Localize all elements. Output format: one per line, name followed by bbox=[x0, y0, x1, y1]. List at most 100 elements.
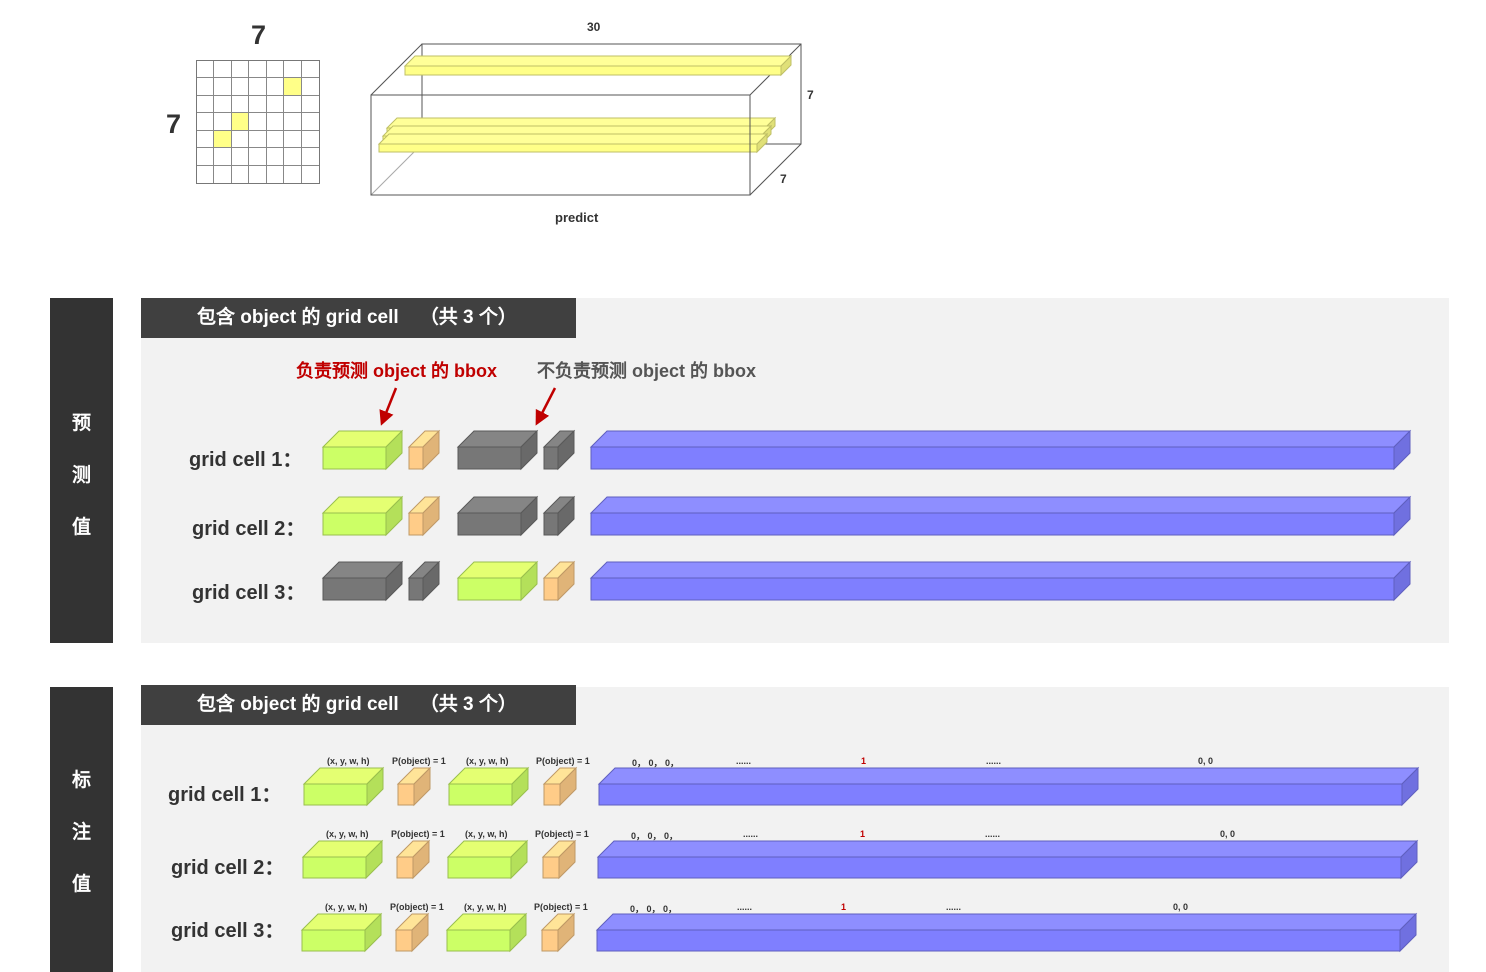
grid-cell bbox=[301, 148, 319, 166]
grid-cell bbox=[197, 61, 215, 79]
tensor-depth-label: 7 bbox=[780, 172, 787, 186]
label-bbox-box bbox=[301, 839, 384, 880]
label-side-bar: 标 注 值 bbox=[50, 687, 113, 972]
predict-bbox-responsible bbox=[321, 495, 404, 537]
label-row-label-3: grid cell 3： bbox=[171, 920, 285, 942]
label-panel-header: 包含 object 的 grid cell （共 3 个） bbox=[141, 685, 576, 725]
predict-side-bar: 预 测 值 bbox=[50, 298, 113, 643]
grid-cell bbox=[249, 165, 267, 183]
label-p1-text: P(object) = 1 bbox=[390, 902, 444, 912]
grid-cell bbox=[249, 130, 267, 149]
grid-cell bbox=[197, 78, 215, 96]
label-one-text: 1 bbox=[860, 829, 866, 839]
label-bbox-box bbox=[447, 766, 530, 807]
label-p2-text: P(object) = 1 bbox=[535, 829, 589, 839]
grid-cell bbox=[231, 78, 250, 96]
grid-cell bbox=[266, 148, 285, 166]
grid-cell bbox=[197, 95, 215, 114]
grid-cell bbox=[249, 148, 267, 166]
grid-cell bbox=[284, 148, 302, 166]
grid-cell bbox=[231, 130, 250, 149]
label-p1-text: P(object) = 1 bbox=[391, 829, 445, 839]
grid-cell bbox=[214, 95, 232, 114]
grid-cell bbox=[284, 113, 302, 131]
predict-side-char-2: 测 bbox=[71, 465, 91, 486]
predict-bbox-not-responsible bbox=[456, 495, 539, 537]
label-box1-text: (x, y, w, h) bbox=[326, 829, 369, 839]
label-box1-text: (x, y, w, h) bbox=[325, 902, 368, 912]
grid-cell bbox=[214, 148, 232, 166]
label-dots-text: ...... bbox=[946, 902, 962, 912]
grid-cell bbox=[214, 165, 232, 183]
grid-cell bbox=[249, 113, 267, 131]
grid-cell bbox=[214, 61, 232, 79]
label-class-probability-vector bbox=[597, 766, 1420, 807]
grid-cell bbox=[249, 61, 267, 79]
predict-confidence-cube bbox=[407, 429, 441, 471]
grid-cell bbox=[284, 130, 302, 149]
grid-cell bbox=[301, 61, 319, 79]
arrow-responsible bbox=[379, 387, 398, 426]
label-bbox-box bbox=[300, 912, 383, 953]
label-one-text: 1 bbox=[841, 902, 847, 912]
grid-cell bbox=[231, 61, 250, 79]
grid-cell bbox=[267, 165, 285, 183]
label-bbox-box bbox=[445, 912, 528, 953]
predict-confidence-cube bbox=[542, 560, 576, 602]
label-side-char-3: 值 bbox=[71, 874, 91, 895]
label-side-char-2: 注 bbox=[71, 822, 91, 843]
arrow-not-responsible bbox=[535, 387, 557, 426]
label-dots-text: ...... bbox=[737, 902, 753, 912]
predict-confidence-cube bbox=[542, 429, 576, 471]
predict-side-char-3: 值 bbox=[71, 517, 91, 538]
note-responsible: 负责预测 object 的 bbox bbox=[296, 361, 498, 381]
grid-cell bbox=[266, 61, 285, 79]
label-confidence-cube bbox=[394, 912, 430, 953]
label-side-char-1: 标 bbox=[71, 770, 91, 791]
grid-cell bbox=[284, 165, 302, 183]
grid-cell bbox=[232, 165, 250, 183]
predict-class-probability-vector bbox=[589, 495, 1412, 537]
grid-cell bbox=[301, 78, 319, 96]
predict-class-probability-vector bbox=[589, 429, 1412, 471]
predict-panel-header: 包含 object 的 grid cell （共 3 个） bbox=[141, 298, 576, 338]
label-box2-text: (x, y, w, h) bbox=[466, 756, 509, 766]
grid-cell bbox=[214, 113, 232, 131]
label-confidence-cube bbox=[395, 839, 431, 880]
label-confidence-cube bbox=[542, 766, 578, 807]
grid-left-label: 7 bbox=[166, 109, 182, 139]
predict-row-label-2: grid cell 2： bbox=[192, 518, 306, 540]
tensor-width-label: 30 bbox=[587, 20, 601, 34]
predict-bbox-not-responsible bbox=[321, 560, 404, 602]
label-row-label-1: grid cell 1： bbox=[168, 784, 282, 806]
label-dots-text: ...... bbox=[743, 829, 759, 839]
label-confidence-cube bbox=[396, 766, 432, 807]
grid-cell bbox=[301, 131, 319, 149]
grid-cell bbox=[301, 96, 319, 114]
grid-cell bbox=[249, 78, 267, 96]
label-row-label-2: grid cell 2： bbox=[171, 857, 285, 879]
label-bbox-box bbox=[446, 839, 529, 880]
grid-cell bbox=[266, 95, 285, 114]
label-class-probability-vector bbox=[596, 839, 1419, 880]
label-bbox-box bbox=[302, 766, 385, 807]
label-one-text: 1 bbox=[861, 756, 867, 766]
predict-bbox-not-responsible bbox=[456, 429, 539, 471]
label-end-text: 0, 0 bbox=[1198, 756, 1214, 766]
grid-top-label: 7 bbox=[251, 20, 267, 50]
grid-cell bbox=[249, 95, 267, 114]
label-class-probability-vector bbox=[595, 912, 1418, 953]
label-p2-text: P(object) = 1 bbox=[536, 756, 590, 766]
label-p1-text: P(object) = 1 bbox=[392, 756, 446, 766]
label-box2-text: (x, y, w, h) bbox=[464, 902, 507, 912]
tensor-yellow-bar bbox=[403, 54, 793, 77]
predict-row-label-1: grid cell 1： bbox=[189, 449, 303, 471]
label-end-text: 0, 0 bbox=[1220, 829, 1236, 839]
tensor-height-label: 7 bbox=[807, 88, 814, 102]
label-dots-text: ...... bbox=[736, 756, 752, 766]
label-confidence-cube bbox=[541, 839, 577, 880]
grid-cell bbox=[214, 130, 232, 149]
grid-cell bbox=[266, 130, 285, 149]
label-zeros-text: 0， 0， 0， bbox=[631, 831, 679, 841]
